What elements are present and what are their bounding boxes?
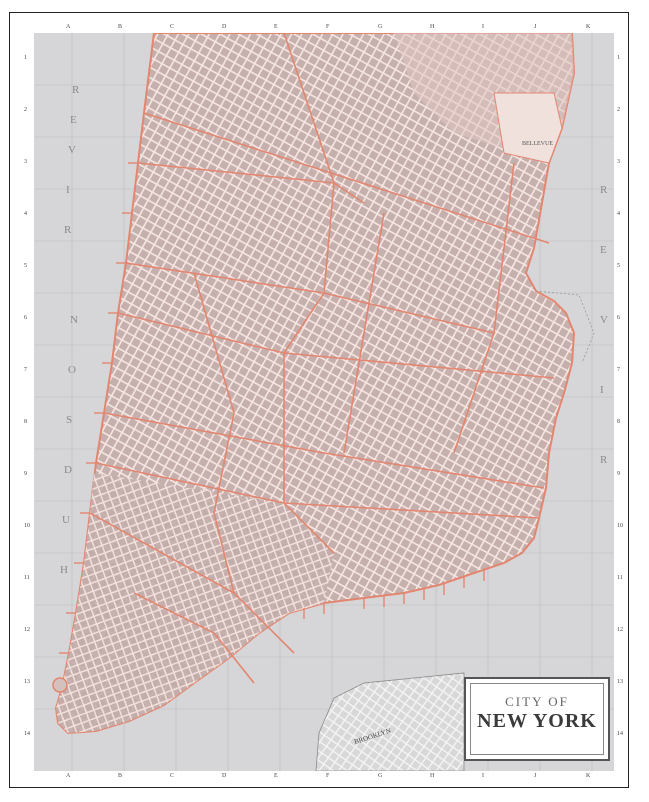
hudson-river-letter: N bbox=[70, 314, 78, 326]
grid-letter-top: J bbox=[534, 24, 537, 30]
outer-frame bbox=[9, 12, 629, 788]
hudson-river-letter: R bbox=[72, 84, 80, 96]
lower-manhattan-grid bbox=[56, 473, 334, 733]
grid-number-right: 11 bbox=[617, 575, 623, 581]
grid-number-left: 8 bbox=[24, 419, 27, 425]
grid-number-left: 6 bbox=[24, 315, 27, 321]
grid-number-right: 14 bbox=[617, 731, 623, 737]
east-river-letter: E bbox=[600, 244, 607, 256]
east-river-letter: R bbox=[600, 184, 608, 196]
map-area: H U D S O N R I V E R R E V I R BELLEVUE… bbox=[34, 33, 614, 771]
grid-letter-bottom: G bbox=[378, 773, 383, 779]
grid-letter-top: H bbox=[430, 24, 435, 30]
hudson-river-letter: H bbox=[60, 564, 68, 576]
grid-number-right: 1 bbox=[617, 55, 620, 61]
grid-number-left: 1 bbox=[24, 55, 27, 61]
hudson-river-letter: V bbox=[68, 144, 76, 156]
river-labels: H U D S O N R I V E R R E V I R bbox=[60, 84, 608, 576]
bellevue-area bbox=[493, 92, 563, 164]
grid-letter-top: I bbox=[482, 24, 484, 30]
grid-number-right: 9 bbox=[617, 471, 620, 477]
grid-number-left: 9 bbox=[24, 471, 27, 477]
grid-number-right: 6 bbox=[617, 315, 620, 321]
grid-letter-top: C bbox=[170, 24, 175, 30]
grid-letter-top: D bbox=[222, 24, 227, 30]
grid-number-left: 3 bbox=[24, 159, 27, 165]
hudson-river-letter: S bbox=[66, 414, 72, 426]
title-city-of: CITY OF bbox=[505, 694, 569, 709]
bellevue-label: BELLEVUE bbox=[522, 141, 553, 147]
grid-number-left: 5 bbox=[24, 263, 27, 269]
grid-letter-bottom: D bbox=[222, 773, 227, 779]
grid-number-right: 5 bbox=[617, 263, 620, 269]
grid-letter-top: A bbox=[66, 24, 71, 30]
grid-letter-bottom: K bbox=[586, 773, 591, 779]
west-piers bbox=[59, 162, 138, 654]
grid-number-left: 11 bbox=[24, 575, 30, 581]
hudson-river-letter: D bbox=[64, 464, 72, 476]
hudson-river-letter: U bbox=[62, 514, 70, 526]
grid-letter-bottom: I bbox=[482, 773, 484, 779]
grid-number-right: 12 bbox=[617, 627, 623, 633]
grid-letter-top: E bbox=[274, 24, 278, 30]
grid-number-left: 2 bbox=[24, 107, 27, 113]
title-new-york: NEW YORK bbox=[477, 710, 597, 732]
title-inner-border bbox=[470, 683, 604, 755]
grid-letter-bottom: A bbox=[66, 773, 71, 779]
grid-number-right: 3 bbox=[617, 159, 620, 165]
hudson-river-letter: R bbox=[64, 224, 72, 236]
grid-number-left: 7 bbox=[24, 367, 27, 373]
manhattan-map: H U D S O N R I V E R R E V I R BELLEVUE… bbox=[34, 33, 614, 771]
grid-letter-top: K bbox=[586, 24, 591, 30]
ward-boundaries bbox=[89, 33, 555, 684]
hudson-river-letter: I bbox=[66, 184, 70, 196]
east-river-letter: R bbox=[600, 454, 608, 466]
grid-letter-bottom: C bbox=[170, 773, 175, 779]
grid-number-right: 2 bbox=[617, 107, 620, 113]
grid-letter-top: G bbox=[378, 24, 383, 30]
grid-number-right: 8 bbox=[617, 419, 620, 425]
grid-number-left: 10 bbox=[24, 523, 30, 529]
hudson-river-letter: E bbox=[70, 114, 77, 126]
grid-number-left: 14 bbox=[24, 731, 30, 737]
east-river-shore bbox=[535, 290, 595, 364]
grid-number-right: 10 bbox=[617, 523, 623, 529]
hudson-river-letter: O bbox=[68, 364, 76, 376]
grid-number-left: 12 bbox=[24, 627, 30, 633]
grid-letter-bottom: B bbox=[118, 773, 123, 779]
battery-point bbox=[52, 677, 68, 693]
east-river-letter: I bbox=[600, 384, 604, 396]
grid-letter-bottom: F bbox=[326, 773, 330, 779]
title-cartouche: CITY OF NEW YORK bbox=[464, 677, 610, 761]
grid-number-right: 13 bbox=[617, 679, 623, 685]
grid-letter-bottom: E bbox=[274, 773, 278, 779]
south-piers bbox=[303, 570, 485, 619]
grid-letter-bottom: J bbox=[534, 773, 537, 779]
grid-number-left: 4 bbox=[24, 211, 27, 217]
grid-letter-top: F bbox=[326, 24, 330, 30]
grid-letter-top: B bbox=[118, 24, 123, 30]
grid-letter-bottom: H bbox=[430, 773, 435, 779]
grid-number-left: 13 bbox=[24, 679, 30, 685]
east-river-letter: V bbox=[600, 314, 608, 326]
grid-number-right: 7 bbox=[617, 367, 620, 373]
grid-number-right: 4 bbox=[617, 211, 620, 217]
